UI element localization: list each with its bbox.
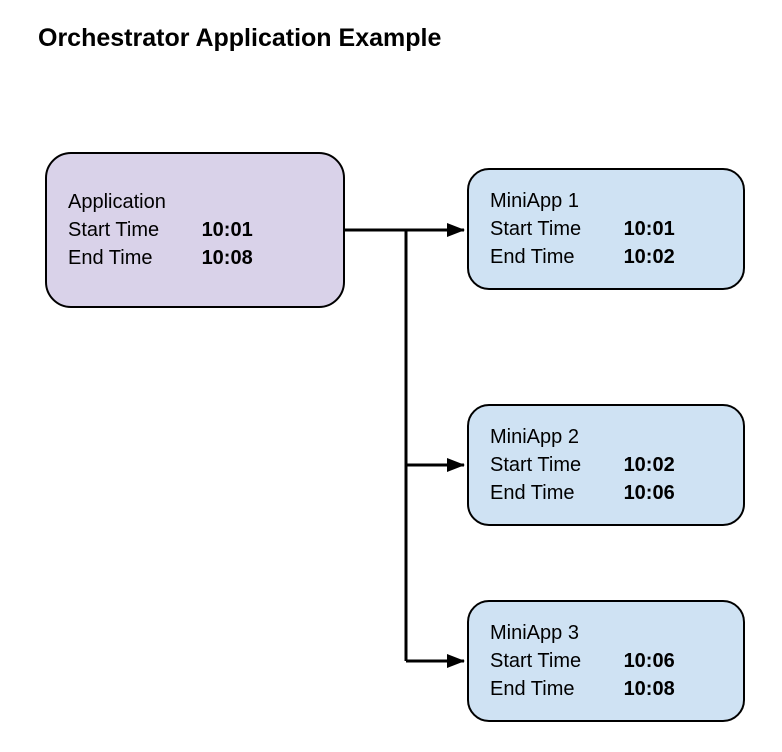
end-time-value: 10:06 <box>623 482 675 504</box>
start-time-value: 10:06 <box>623 650 675 672</box>
start-time-value: 10:01 <box>623 218 675 240</box>
miniapp1-start-time-row: Start Time 10:01 <box>490 215 735 243</box>
start-time-label: Start Time <box>68 219 160 241</box>
start-time-value: 10:01 <box>201 219 253 241</box>
application-node-name: Application <box>68 191 166 213</box>
miniapp1-node: MiniApp 1 Start Time 10:01 End Time 10:0… <box>467 168 745 290</box>
miniapp3-node: MiniApp 3 Start Time 10:06 End Time 10:0… <box>467 600 745 722</box>
end-time-value: 10:02 <box>623 246 675 268</box>
start-time-label: Start Time <box>490 650 582 672</box>
miniapp1-end-time-row: End Time 10:02 <box>490 243 735 271</box>
miniapp2-node: MiniApp 2 Start Time 10:02 End Time 10:0… <box>467 404 745 526</box>
end-time-label: End Time <box>490 678 575 700</box>
end-time-value: 10:08 <box>201 247 253 269</box>
miniapp2-start-time-row: Start Time 10:02 <box>490 451 735 479</box>
miniapp3-node-name: MiniApp 3 <box>490 622 579 644</box>
end-time-value: 10:08 <box>623 678 675 700</box>
miniapp2-end-time-row: End Time 10:06 <box>490 479 735 507</box>
application-node: Application Start Time 10:01 End Time 10… <box>45 152 345 308</box>
miniapp3-end-time-row: End Time 10:08 <box>490 675 735 703</box>
start-time-label: Start Time <box>490 454 582 476</box>
miniapp3-start-time-row: Start Time 10:06 <box>490 647 735 675</box>
miniapp2-node-name: MiniApp 2 <box>490 426 579 448</box>
miniapp1-node-name: MiniApp 1 <box>490 190 579 212</box>
diagram-title: Orchestrator Application Example <box>38 24 442 52</box>
end-time-label: End Time <box>490 246 575 268</box>
application-start-time-row: Start Time 10:01 <box>68 216 335 244</box>
start-time-value: 10:02 <box>623 454 675 476</box>
start-time-label: Start Time <box>490 218 582 240</box>
end-time-label: End Time <box>68 247 153 269</box>
application-end-time-row: End Time 10:08 <box>68 244 335 272</box>
end-time-label: End Time <box>490 482 575 504</box>
